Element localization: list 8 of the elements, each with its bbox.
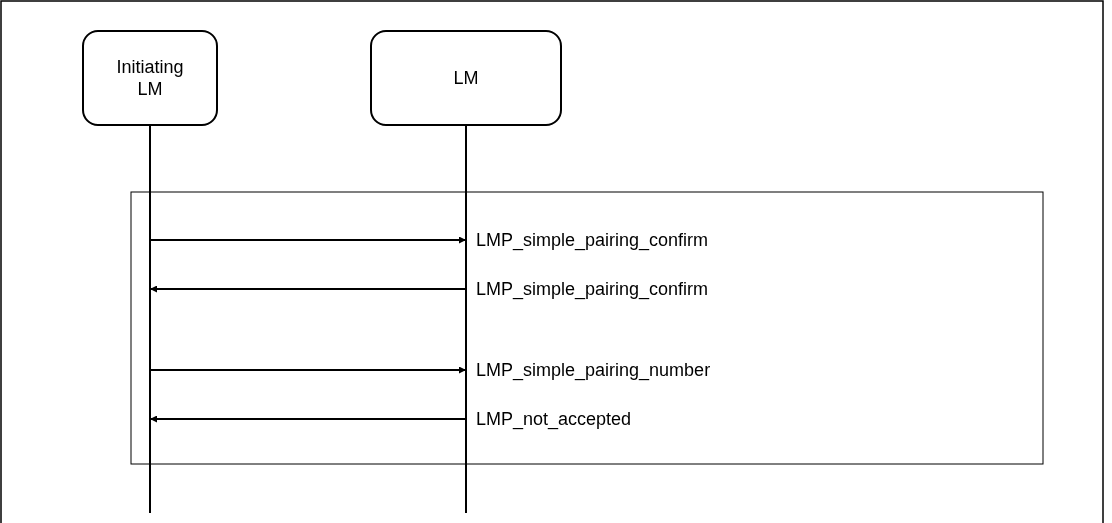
lifeline <box>149 126 151 513</box>
participant-label: Initiating LM <box>115 56 185 100</box>
message-arrow <box>149 236 467 244</box>
message-arrow <box>149 366 467 374</box>
participant-label: LM <box>452 67 480 89</box>
lifeline <box>465 126 467 513</box>
message-arrow <box>149 415 467 423</box>
message-arrow <box>149 285 467 293</box>
